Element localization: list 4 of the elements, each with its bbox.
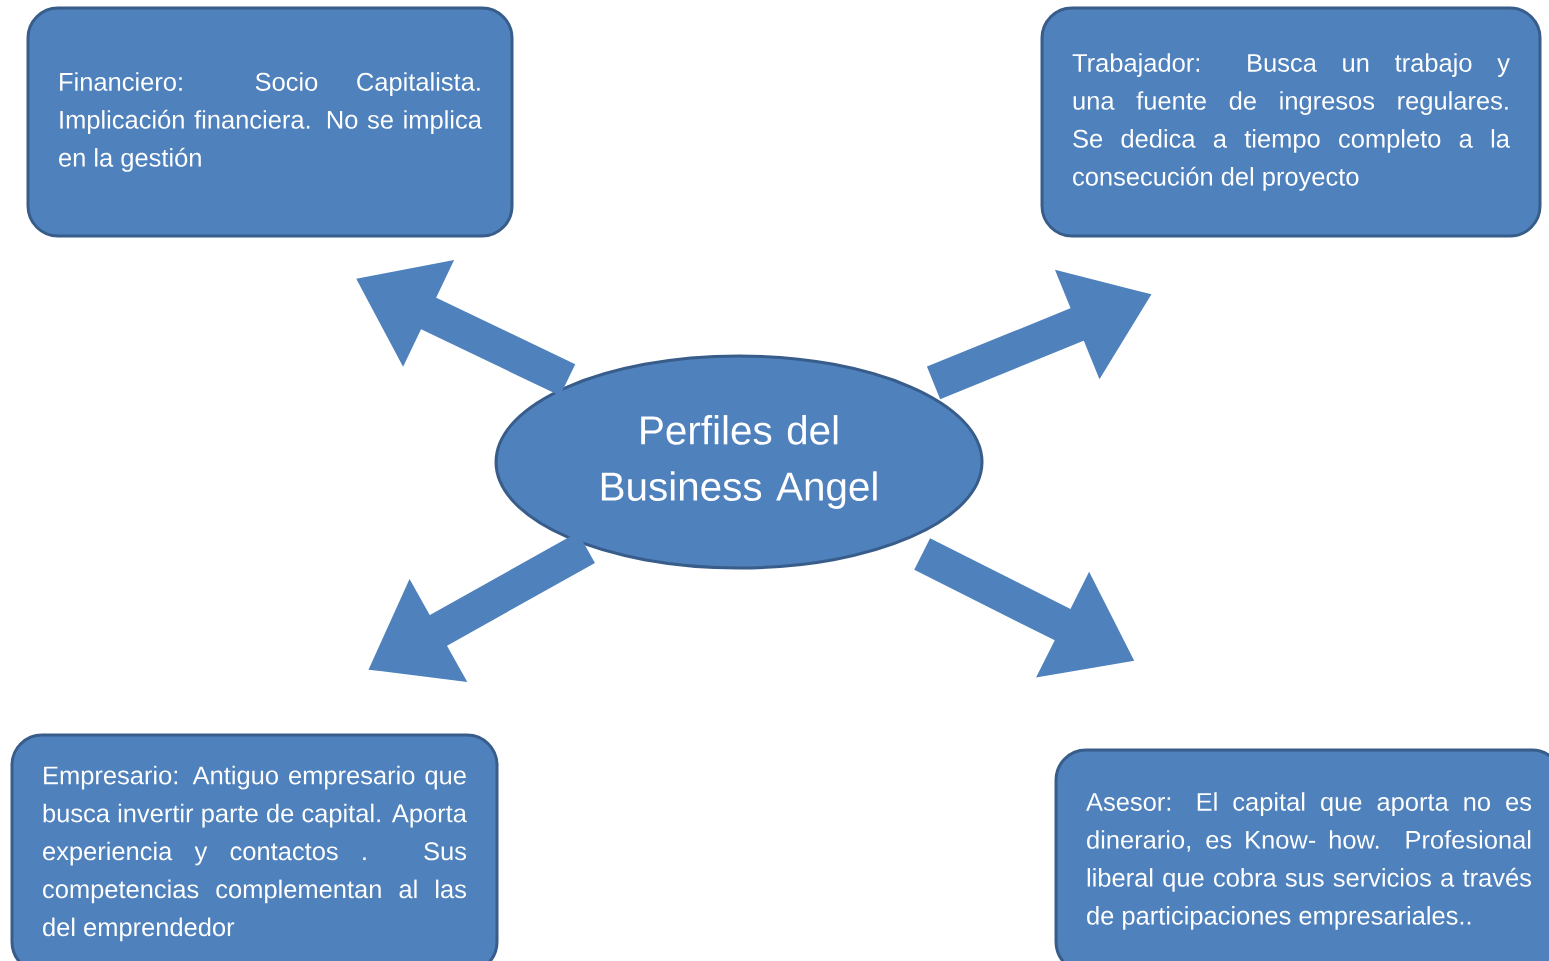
- text-box: Trabajador: Busca un trabajo y una fuente de ingresos regulares. Se dedica a tiempo completo a la consecución del proyecto: [1040, 6, 1542, 238]
- text-box: Empresario: Antiguo empresario que busca invertir parte de capital. Aporta experiencia y contactos . Sus competencias complementan al las del emprendedor: [10, 733, 499, 961]
- text-box: Financiero: Socio Capitalista. Implicación financiera. No se implica en la gestión: [26, 6, 514, 238]
- text-box: Asesor: El capital que aporta no es dinerario, es Know- how. Profesional liberal que cobra sus servicios a través de participaciones empresariales..: [1054, 748, 1549, 961]
